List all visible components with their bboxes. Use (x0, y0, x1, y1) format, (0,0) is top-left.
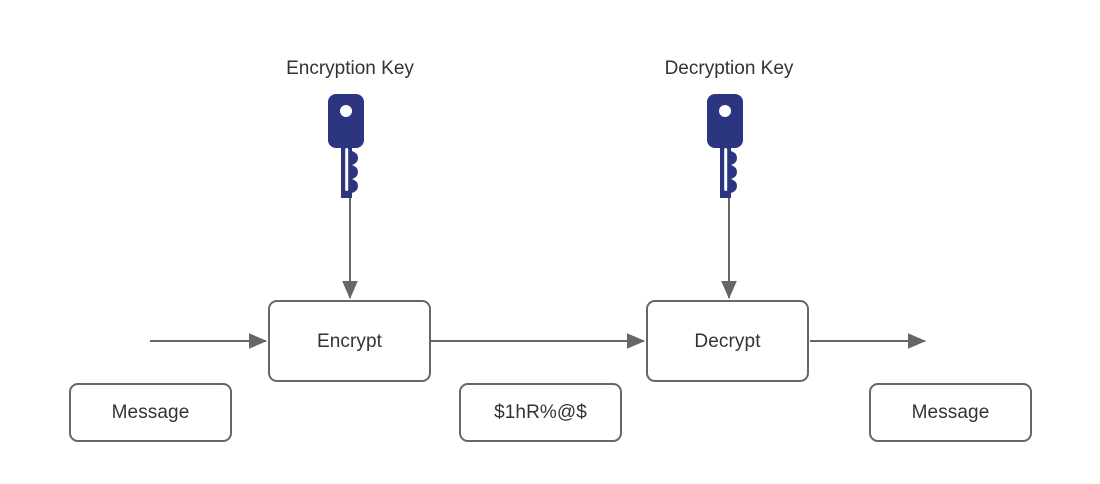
encryption-key-label: Encryption Key (286, 58, 414, 79)
ciphertext-box: $1hR%@$ (459, 383, 622, 442)
key-icon (707, 94, 743, 198)
decryption-key-label: Decryption Key (664, 58, 794, 79)
key-icon (328, 94, 364, 198)
message-output-box: Message (869, 383, 1032, 442)
message-input-box: Message (69, 383, 232, 442)
decrypt-process-box: Decrypt (646, 300, 809, 382)
encrypt-process-box: Encrypt (268, 300, 431, 382)
